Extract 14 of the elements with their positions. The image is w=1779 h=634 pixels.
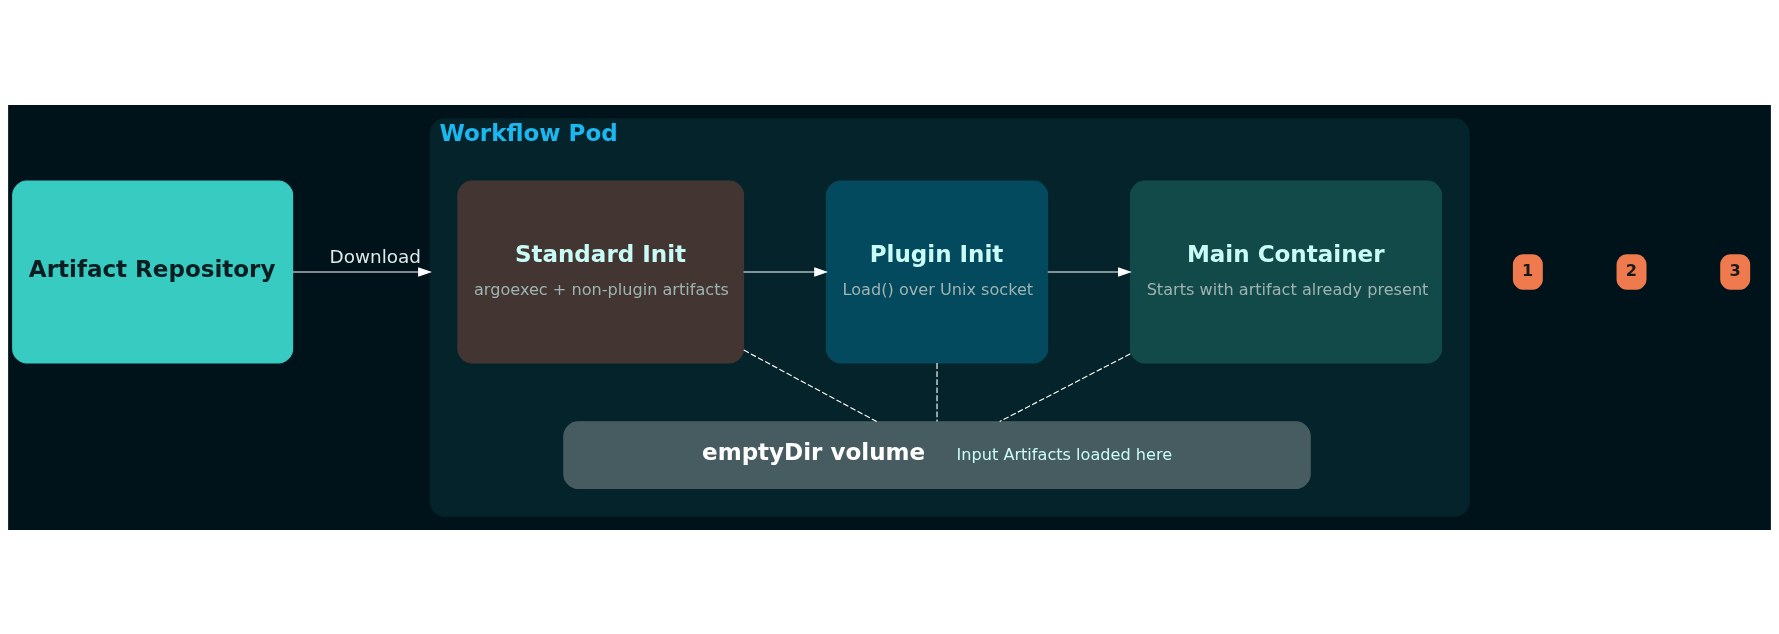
edge-label: Download bbox=[329, 245, 421, 267]
connector bbox=[999, 352, 1131, 422]
node-box: Standard Init argoexec + non-plugin artifacts bbox=[457, 179, 745, 364]
node-box: emptyDir volume Input Artifacts loaded here bbox=[563, 420, 1311, 489]
label: 2 bbox=[1625, 260, 1637, 280]
connector bbox=[743, 349, 878, 422]
label: 1 bbox=[1522, 260, 1534, 280]
node-box: Plugin Init Load() over Unix socket bbox=[825, 179, 1049, 364]
arrow bbox=[743, 266, 829, 277]
arrow bbox=[1047, 266, 1132, 277]
node-box: Artifact Repository bbox=[12, 179, 294, 364]
arrow bbox=[292, 266, 432, 277]
label: 3 bbox=[1729, 260, 1741, 280]
node-box: Main Container Starts with artifact already present bbox=[1129, 179, 1443, 364]
